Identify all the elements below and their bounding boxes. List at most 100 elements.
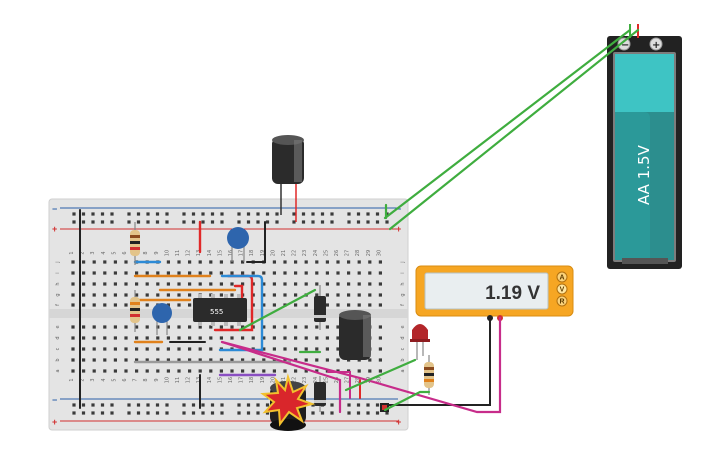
board-wires[interactable]: [79, 209, 361, 414]
breadboard-hole[interactable]: [378, 369, 382, 373]
breadboard-hole[interactable]: [272, 336, 276, 340]
breadboard-hole[interactable]: [315, 325, 319, 329]
diode-icon[interactable]: [314, 376, 326, 412]
breadboard-hole[interactable]: [301, 212, 306, 216]
breadboard-hole[interactable]: [188, 271, 192, 275]
breadboard-hole[interactable]: [320, 220, 325, 224]
breadboard-hole[interactable]: [103, 282, 107, 286]
breadboard-hole[interactable]: [311, 411, 315, 415]
breadboard-hole[interactable]: [145, 282, 149, 286]
ceramic-capacitor-icon[interactable]: [227, 227, 249, 262]
breadboard-hole[interactable]: [330, 403, 334, 407]
breadboard-hole[interactable]: [315, 336, 319, 340]
breadboard-hole[interactable]: [71, 325, 75, 329]
breadboard-hole[interactable]: [124, 260, 128, 264]
breadboard-hole[interactable]: [110, 411, 114, 415]
breadboard-hole[interactable]: [156, 347, 160, 351]
breadboard-hole[interactable]: [113, 282, 117, 286]
breadboard-hole[interactable]: [357, 271, 361, 275]
breadboard-hole[interactable]: [294, 347, 298, 351]
breadboard-hole[interactable]: [177, 358, 181, 362]
breadboard-hole[interactable]: [311, 220, 315, 224]
breadboard-hole[interactable]: [325, 358, 329, 362]
breadboard-hole[interactable]: [325, 271, 329, 275]
breadboard-hole[interactable]: [275, 220, 279, 224]
diode-icon[interactable]: [314, 285, 326, 330]
breadboard-hole[interactable]: [198, 260, 202, 264]
breadboard-hole[interactable]: [177, 336, 181, 340]
breadboard-hole[interactable]: [262, 282, 266, 286]
breadboard-hole[interactable]: [356, 220, 361, 224]
breadboard-hole[interactable]: [262, 325, 266, 329]
breadboard-hole[interactable]: [283, 282, 287, 286]
breadboard-hole[interactable]: [71, 282, 75, 286]
breadboard-hole[interactable]: [241, 325, 245, 329]
breadboard-hole[interactable]: [347, 212, 351, 216]
breadboard-hole[interactable]: [198, 325, 202, 329]
breadboard-hole[interactable]: [251, 336, 255, 340]
breadboard-hole[interactable]: [177, 325, 181, 329]
breadboard-hole[interactable]: [177, 271, 181, 275]
breadboard-hole[interactable]: [347, 293, 351, 297]
wire-green[interactable]: [344, 358, 417, 392]
breadboard-hole[interactable]: [336, 271, 340, 275]
breadboard-hole[interactable]: [294, 325, 298, 329]
breadboard-hole[interactable]: [241, 260, 245, 264]
breadboard-hole[interactable]: [113, 271, 117, 275]
breadboard-hole[interactable]: [135, 369, 139, 373]
breadboard-hole[interactable]: [166, 282, 170, 286]
breadboard-hole[interactable]: [146, 220, 150, 224]
breadboard-hole[interactable]: [209, 358, 213, 362]
battery-negative-terminal[interactable]: [617, 37, 631, 51]
breadboard-hole[interactable]: [272, 282, 276, 286]
breadboard-hole[interactable]: [219, 336, 223, 340]
breadboard-hole[interactable]: [219, 325, 223, 329]
breadboard-hole[interactable]: [304, 303, 308, 307]
breadboard-hole[interactable]: [71, 358, 75, 362]
breadboard-hole[interactable]: [304, 325, 308, 329]
breadboard-hole[interactable]: [81, 212, 86, 216]
electrolytic-capacitor-icon[interactable]: [272, 135, 304, 222]
breadboard-hole[interactable]: [155, 220, 160, 224]
breadboard-hole[interactable]: [320, 411, 325, 415]
resistor-icon[interactable]: [130, 222, 140, 265]
breadboard-hole[interactable]: [113, 369, 117, 373]
mode-button-v[interactable]: [556, 283, 568, 295]
breadboard-hole[interactable]: [294, 271, 298, 275]
breadboard-hole[interactable]: [241, 271, 245, 275]
breadboard-hole[interactable]: [124, 303, 128, 307]
breadboard-hole[interactable]: [166, 303, 170, 307]
breadboard-hole[interactable]: [304, 336, 308, 340]
breadboard-hole[interactable]: [124, 336, 128, 340]
breadboard-hole[interactable]: [100, 403, 105, 407]
breadboard-hole[interactable]: [82, 369, 86, 373]
breadboard-hole[interactable]: [188, 336, 192, 340]
breadboard-hole[interactable]: [177, 369, 181, 373]
breadboard-hole[interactable]: [315, 282, 319, 286]
breadboard-hole[interactable]: [166, 336, 170, 340]
breadboard-hole[interactable]: [188, 325, 192, 329]
breadboard-hole[interactable]: [251, 271, 255, 275]
breadboard-hole[interactable]: [272, 271, 276, 275]
breadboard-hole[interactable]: [71, 293, 75, 297]
breadboard-hole[interactable]: [135, 336, 139, 340]
breadboard-hole[interactable]: [378, 293, 382, 297]
breadboard-hole[interactable]: [315, 347, 319, 351]
multimeter[interactable]: 1.19 V AVR: [415, 265, 574, 321]
breadboard-hole[interactable]: [91, 411, 95, 415]
probe-black[interactable]: [388, 317, 491, 406]
breadboard-hole[interactable]: [251, 325, 255, 329]
breadboard-hole[interactable]: [230, 271, 234, 275]
ceramic-capacitor-icon[interactable]: [152, 303, 172, 335]
breadboard-hole[interactable]: [91, 212, 95, 216]
breadboard-hole[interactable]: [166, 271, 170, 275]
breadboard-hole[interactable]: [325, 303, 329, 307]
breadboard-hole[interactable]: [166, 358, 170, 362]
breadboard-hole[interactable]: [113, 303, 117, 307]
breadboard-hole[interactable]: [219, 271, 223, 275]
breadboard-hole[interactable]: [272, 347, 276, 351]
breadboard-hole[interactable]: [71, 369, 75, 373]
breadboard-hole[interactable]: [357, 303, 361, 307]
breadboard-hole[interactable]: [92, 347, 96, 351]
battery-positive-terminal[interactable]: [649, 37, 663, 51]
